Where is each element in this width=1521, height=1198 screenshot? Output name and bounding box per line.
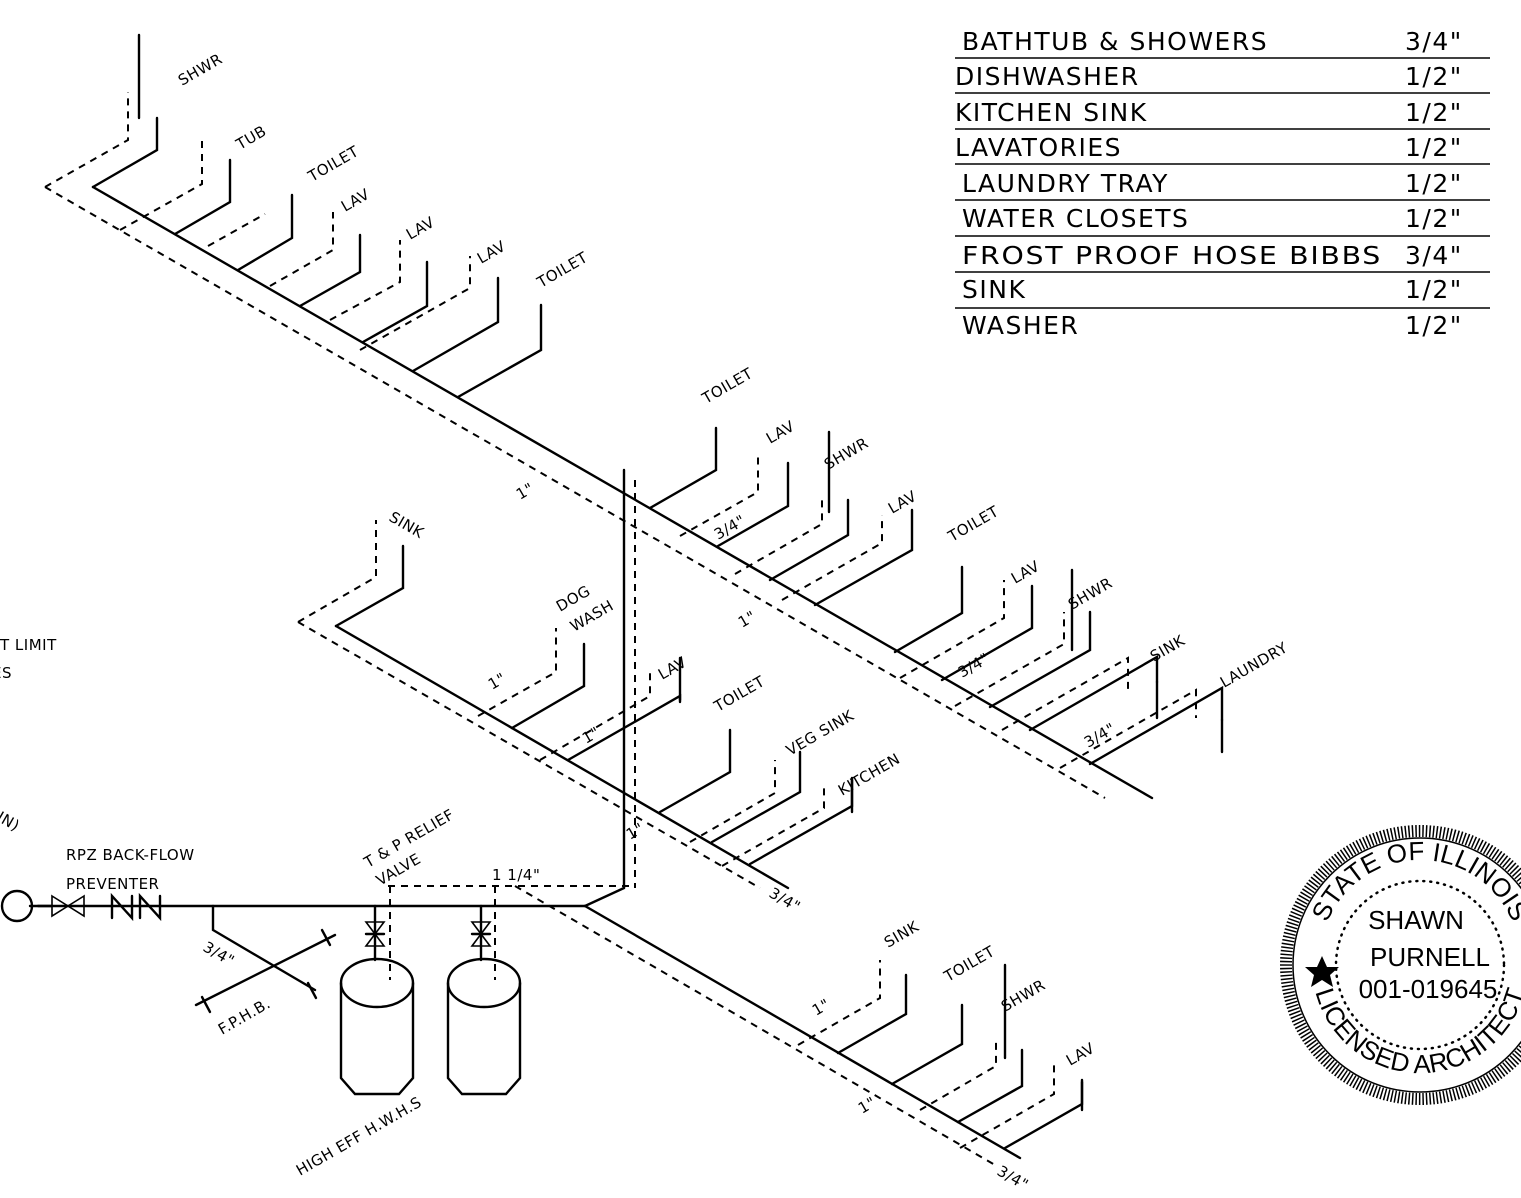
size-1-1-4in: 1 1/4" — [492, 866, 540, 884]
schedule-size-1: 1/2" — [1405, 62, 1463, 91]
label-sink: SINK — [881, 917, 923, 951]
upper-cold-main — [91, 185, 1154, 800]
upper-fixtures — [44, 33, 1224, 769]
size-1in: 1" — [809, 995, 833, 1019]
schedule-size-4: 1/2" — [1405, 169, 1463, 198]
size-1in: 1" — [855, 1093, 879, 1117]
middle-cold-branch — [334, 624, 790, 890]
pipe-runs — [28, 185, 1154, 1166]
fixture-schedule-table: BATHTUB & SHOWERS 3/4" DISHWASHER 1/2" K… — [955, 27, 1490, 340]
size-3-4in: 3/4" — [766, 884, 804, 916]
label-lav: LAV — [403, 213, 438, 244]
schedule-size-5: 1/2" — [1405, 204, 1463, 233]
schedule-size-6: 3/4" — [1405, 241, 1463, 270]
label-lav: LAV — [474, 237, 509, 268]
size-3-4in: 3/4" — [1081, 719, 1119, 751]
fixture-labels: SHWR TUB TOILET LAV LAV LAV TOILET TOILE… — [175, 50, 1291, 1070]
size-1in: 1" — [485, 669, 509, 693]
size-1in: 1" — [579, 723, 603, 747]
label-lav: LAV — [1008, 557, 1043, 588]
schedule-fixture-6: FROST PROOF HOSE BIBBS — [962, 241, 1382, 270]
schedule-size-7: 1/2" — [1405, 275, 1463, 304]
architect-seal: STATE OF ILLINOIS LICENSED ARCHITECT SHA… — [1280, 825, 1521, 1105]
lower-cold-branch — [583, 904, 1022, 1160]
schedule-fixture-5: WATER CLOSETS — [962, 204, 1189, 233]
size-1in: 1" — [513, 479, 537, 503]
size-1in: 1" — [735, 607, 759, 631]
label-toilet: TOILET — [710, 672, 768, 716]
fphb-label: F.P.H.B. — [215, 994, 274, 1038]
size-1in: 1" — [623, 819, 647, 843]
left-cut-label-2: ES — [0, 664, 12, 682]
schedule-size-0: 3/4" — [1405, 27, 1463, 56]
left-cut-label-3: IN) — [0, 808, 23, 835]
lower-hot-branch — [514, 885, 996, 1166]
schedule-size-8: 1/2" — [1405, 311, 1463, 340]
label-shwr: SHWR — [175, 50, 226, 90]
schedule-fixture-7: SINK — [962, 275, 1026, 304]
seal-number: 001-019645 — [1359, 974, 1498, 1004]
pipe-size-labels: 1" 3/4" 1" 3/4" 3/4" 1" 1" 1" 3/4" 1 1/4… — [200, 479, 1119, 1194]
heaters-label: HIGH EFF H.W.H.S — [293, 1093, 425, 1180]
label-veg-sink: VEG SINK — [783, 706, 858, 759]
schedule-fixture-0: BATHTUB & SHOWERS — [962, 27, 1268, 56]
lower-fixtures — [797, 960, 1084, 1150]
label-laundry: LAUNDRY — [1217, 638, 1291, 691]
label-lav: LAV — [655, 653, 690, 684]
seal-name-2: PURNELL — [1370, 942, 1490, 972]
label-lav: LAV — [1063, 1039, 1098, 1070]
schedule-fixture-3: LAVATORIES — [955, 133, 1122, 162]
label-toilet: TOILET — [304, 142, 362, 186]
schedule-fixture-2: KITCHEN SINK — [955, 98, 1148, 127]
schedule-size-2: 1/2" — [1405, 98, 1463, 127]
meter-icon — [0, 889, 34, 923]
size-3-4in: 3/4" — [200, 938, 238, 970]
label-lav: LAV — [338, 185, 373, 216]
schedule-fixture-4: LAUNDRY TRAY — [962, 169, 1169, 198]
water-heaters — [339, 886, 522, 1096]
label-sink: SINK — [386, 508, 428, 542]
schedule-fixture-8: WASHER — [962, 311, 1079, 340]
service-entry — [0, 889, 337, 1014]
size-3-4in: 3/4" — [994, 1162, 1032, 1194]
rpz-label-line1: RPZ BACK-FLOW — [66, 846, 195, 864]
middle-fixtures — [297, 520, 854, 867]
label-toilet: TOILET — [940, 942, 998, 986]
equipment-labels: RPZ BACK-FLOW PREVENTER T & P RELIEF VAL… — [0, 636, 457, 1179]
schedule-fixture-1: DISHWASHER — [955, 62, 1140, 91]
label-tub: TUB — [232, 122, 270, 154]
middle-hot-branch — [297, 621, 761, 889]
label-lav: LAV — [885, 487, 920, 518]
label-lav: LAV — [763, 417, 798, 448]
label-kitchen: KITCHEN — [835, 750, 903, 800]
schedule-size-3: 1/2" — [1405, 133, 1463, 162]
label-toilet: TOILET — [698, 364, 756, 408]
label-sink: SINK — [1147, 631, 1189, 665]
label-toilet: TOILET — [533, 248, 591, 292]
seal-name-1: SHAWN — [1368, 905, 1464, 935]
star-icon — [1305, 956, 1339, 987]
label-toilet: TOILET — [944, 502, 1002, 546]
left-cut-label-1: T LIMIT — [0, 636, 57, 654]
rpz-label-line2: PREVENTER — [66, 875, 159, 893]
upper-hot-main — [44, 186, 1106, 799]
